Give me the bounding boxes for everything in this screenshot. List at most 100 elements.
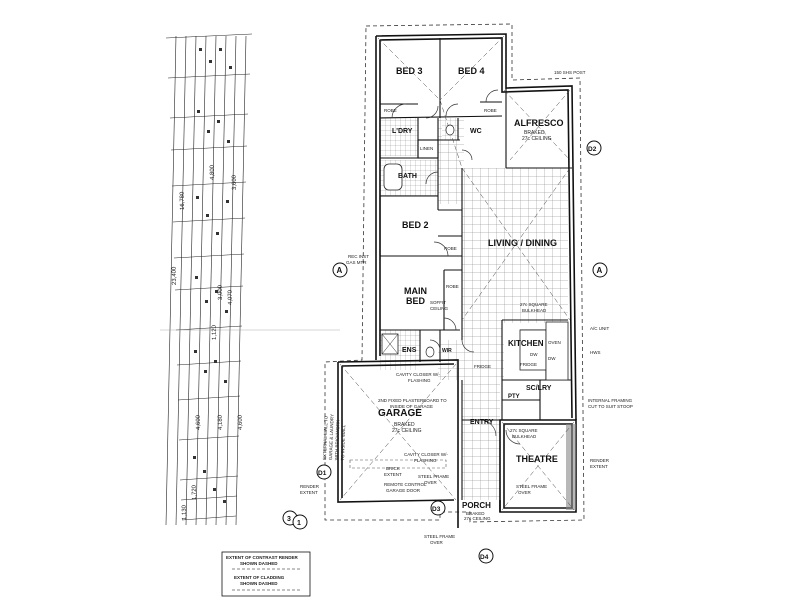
note-steel-frame: STEEL FRAME [418,474,449,479]
room-robe-3: ROBE [444,246,457,251]
dim-seg7: 1,720 [192,484,198,500]
room-living: LIVING / DINING [488,238,557,248]
note-brick-extent: BRICK [386,466,400,471]
note-soffit: SOFFIT [430,300,446,305]
note-gas-b: GAS MTR [346,260,367,265]
dim-seg2: 4,070 [228,289,234,305]
svg-text:D2: D2 [588,146,597,153]
section-marker-d3: D3 [430,500,446,516]
note-cavity-1b: FLASHING [408,378,431,383]
theatre-brick [566,424,576,510]
note-internal-framing: INTERNAL FRAMING [588,398,633,403]
plan: BED 3 BED 4 ALFRESCO BRAKED 27c CEILING … [282,23,633,564]
note-gas: REC INST [348,254,369,259]
render-extent-line [324,23,585,523]
note-boundary-2: GARAGE & LAUNDRY [328,414,335,460]
note-boundary-4: TO INSIDE WALL [340,424,346,460]
section-marker-a-right: A [592,262,608,278]
room-bath: BATH [398,173,417,180]
room-scullery: SC/LRY [526,385,552,392]
svg-text:A: A [337,266,343,275]
dim-seg6: 4,600 [196,414,202,430]
room-wc: WC [470,128,482,135]
section-marker-d4: D4 [478,548,494,564]
note-remote-b: GARAGE DOOR [386,488,421,493]
garage-door [349,459,447,469]
dim-seg1: 3,000 [218,284,224,300]
dim-seg4: 3,600 [232,174,238,190]
note-internal-framing-b: CUT TO SUIT STOOP [588,404,633,409]
bathtub [383,163,403,191]
alfresco-note-1: BRAKED [524,130,545,136]
note-pole: 150 SHS POST [554,70,586,75]
ens-toilet [425,346,435,358]
alfresco-note-2: 27c CEILING [522,136,552,142]
note-brick-extent-b: EXTENT [384,472,402,477]
room-bed4: BED 4 [458,66,485,76]
living-tiles [462,168,568,323]
dim-seg3: 4,800 [210,164,216,180]
note-bulkhead-1: 27c SQUARE [520,302,548,307]
room-pty: PTY [508,394,520,400]
note-cavity-2: CAVITY CLOSER W/- [404,452,448,457]
dimension-strings [160,33,340,526]
room-theatre: THEATRE [516,454,558,464]
legend-render-1: EXTENT OF CONTRAST RENDER [226,555,299,560]
porch-note-1: BRAKED [466,511,485,516]
note-render-extent-b: EXTENT [300,490,318,495]
note-bulkhead-1b: BULKHEAD [522,308,547,313]
svg-text:D1: D1 [318,470,327,477]
note-plaster-b: INSIDE OF GARAGE [390,404,433,409]
room-linen: LINEN [420,146,433,151]
room-bed2: BED 2 [402,220,429,230]
legend-cladding-2: SHOWN DASHED [240,581,278,586]
kitchen-bench [545,321,569,381]
note-steel-frame-b: OVER [424,480,438,485]
room-main-bed-1: MAIN [404,286,427,296]
dimension-labels: 23,400 16,780 3,000 4,070 4,800 3,600 1,… [172,164,244,520]
svg-text:3: 3 [287,516,291,523]
room-porch: PORCH [462,501,491,510]
room-garage: GARAGE [378,408,422,419]
note-soffit-b: CEILING [430,306,449,311]
note-boundary-3: WITH BRICKWORK [334,420,340,461]
note-render-extent-2b: EXTENT [590,464,608,469]
note-ac-unit: A/C UNIT [590,326,610,331]
note-fridge: FRIDGE [520,362,537,367]
wc-toilet [445,124,455,136]
note-oven: OVEN [548,340,561,345]
note-dw-label: DW [548,356,556,361]
legend-render-2: SHOWN DASHED [240,561,278,566]
dimension-tick-marks [193,48,232,503]
note-boundary-1: EXTERNAL WALL TO [322,415,329,460]
note-cavity-2b: FLASHING [414,458,437,463]
note-render-extent-2: RENDER [590,458,610,463]
legend-box: EXTENT OF CONTRAST RENDER SHOWN DASHED E… [221,551,311,597]
note-bulkhead-2b: BULKHEAD [512,434,537,439]
svg-text:D4: D4 [480,554,489,561]
room-entry: ENTRY [470,419,494,426]
legend-cladding-1: EXTENT OF CLADDING [234,575,285,580]
dim-seg5: 1,120 [212,324,218,340]
note-render-extent: RENDER [300,484,320,489]
svg-text:A: A [597,266,603,275]
room-main-bed-2: BED [406,296,426,306]
note-steel-frame-over: STEEL FRAME [516,484,547,489]
note-dw: DW [530,352,538,357]
room-alfresco: ALFRESCO [514,118,564,128]
room-robe-1: ROBE [384,108,397,113]
room-ens: ENS [402,347,417,354]
dim-overall-outer: 23,400 [172,266,178,285]
note-hws: HWS [590,350,601,355]
note-plaster: 2ND FIXED PLASTERBOARD TO [378,398,447,403]
note-steel-frame-over-b: OVER [518,490,532,495]
dim-seg10: 4,600 [238,414,244,430]
svg-text:D3: D3 [432,506,441,513]
section-marker-d2: D2 [586,140,602,156]
note-cavity-1: CAVITY CLOSER W/- [396,372,440,377]
room-robe-2: ROBE [484,108,497,113]
wet-tiles-ldry [380,118,418,156]
note-bulkhead-2: 27c SQUARE [510,428,538,433]
note-steel-frame-over-2: STEEL FRAME [424,534,455,539]
